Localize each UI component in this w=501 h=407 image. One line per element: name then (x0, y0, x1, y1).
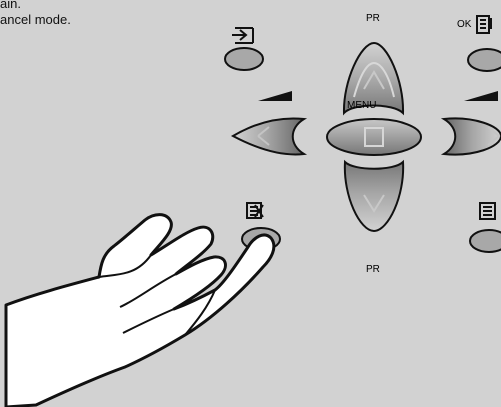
volume-down-icon (258, 91, 292, 101)
program-down-label: PR (366, 264, 380, 275)
menu-label: MENU (347, 100, 376, 111)
exit-icon (247, 203, 263, 218)
program-down-button[interactable] (345, 162, 403, 231)
volume-left-button[interactable] (233, 118, 304, 154)
exit-button[interactable] (242, 228, 280, 250)
program-up-label: PR (366, 13, 380, 24)
ok-button[interactable] (468, 49, 501, 71)
source-button[interactable] (225, 48, 263, 70)
info-icon (477, 16, 491, 33)
volume-right-button[interactable] (444, 118, 501, 154)
ok-label: OK (457, 19, 472, 30)
volume-up-icon (464, 91, 498, 101)
teletext-icon (480, 203, 495, 219)
teletext-button[interactable] (470, 230, 501, 252)
menu-button[interactable] (327, 119, 421, 155)
input-source-icon (232, 28, 253, 43)
